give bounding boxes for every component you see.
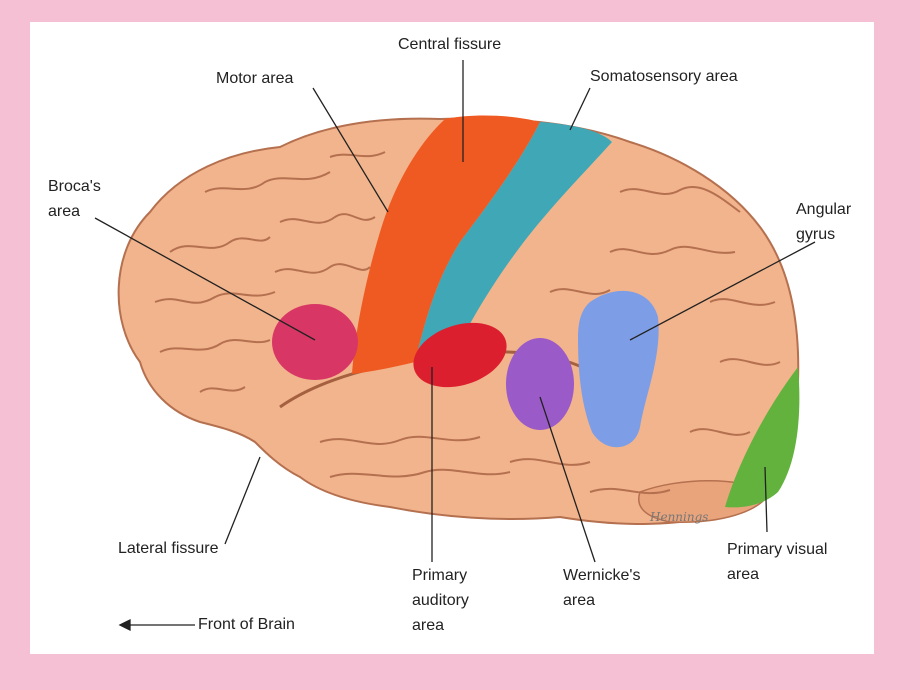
diagram-panel: Central fissure Motor area Somatosensory… (30, 22, 874, 654)
brocas-area-region (272, 304, 358, 380)
leader-lines (94, 60, 816, 632)
label-angular-gyrus: Angular gyrus (796, 201, 852, 243)
primary-auditory-area-region (413, 322, 507, 388)
label-somatosensory-area: Somatosensory area (590, 68, 738, 85)
brain-diagram (94, 60, 816, 632)
motor-area-region (352, 115, 540, 374)
primary-visual-area-region (725, 367, 800, 508)
label-front-of-brain: Front of Brain (198, 616, 295, 633)
label-motor-area: Motor area (216, 70, 294, 87)
label-wernickes-area: Wernicke's area (563, 567, 641, 609)
label-lateral-fissure: Lateral fissure (118, 540, 219, 557)
angular-gyrus-region (578, 290, 659, 448)
label-central-fissure: Central fissure (398, 36, 502, 53)
artist-signature: Hennings (650, 510, 709, 524)
label-primary-visual-area: Primary visual area (727, 541, 828, 583)
label-brocas-area: Broca's area (48, 178, 101, 220)
wernickes-area-region (506, 338, 574, 430)
label-primary-auditory-area: Primary auditory area (412, 567, 469, 634)
somatosensory-area-region (415, 122, 612, 362)
cortex-folds (154, 151, 781, 495)
